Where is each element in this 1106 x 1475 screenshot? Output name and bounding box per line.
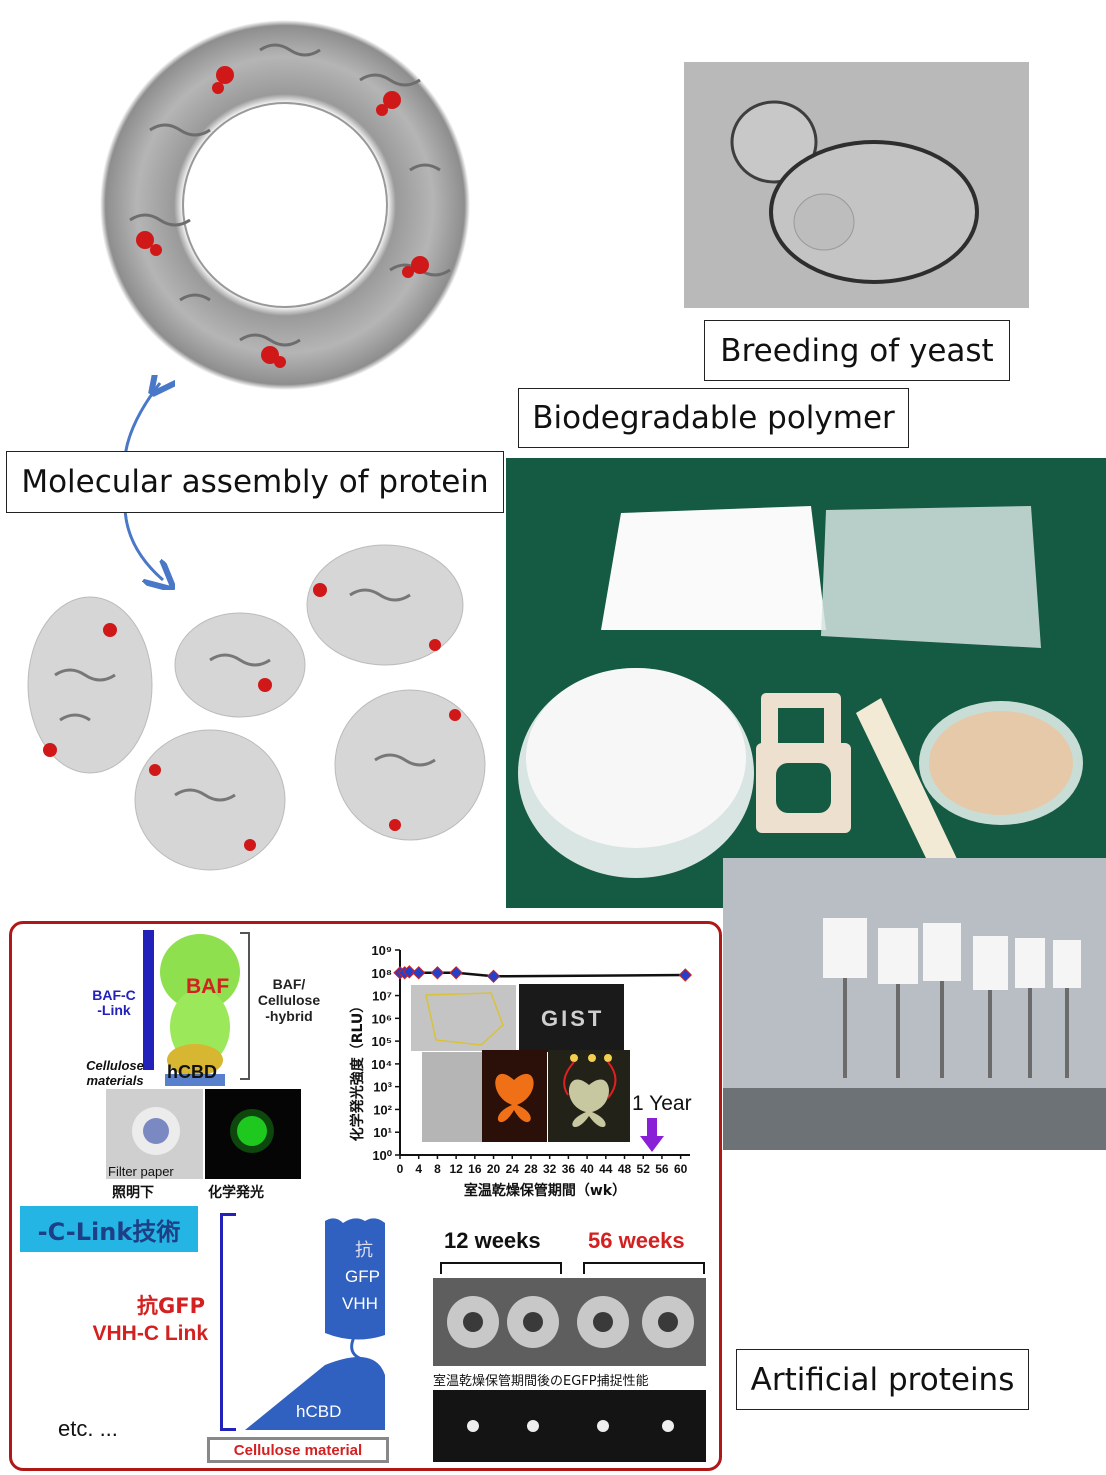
cellulose-material-box: Cellulose material: [207, 1437, 389, 1463]
week12-bracket: [440, 1262, 562, 1274]
label-molecular-assembly: Molecular assembly of protein: [6, 451, 504, 513]
protein-ring-image: [100, 20, 470, 390]
protein-monomers-image: [27, 544, 486, 871]
chart-x-tick-label: 56: [655, 1162, 669, 1176]
baf-c-link-label: BAF-C -Link: [92, 987, 136, 1018]
baf-label: BAF: [186, 975, 230, 998]
chart-point: [486, 969, 501, 984]
hcbd-label: hCBD: [167, 1062, 217, 1082]
chart-x-tick-label: 20: [487, 1162, 501, 1176]
chemilum-label: 化学発光: [208, 1185, 264, 1201]
chart-point: [412, 966, 426, 980]
under-light-label: 照明下: [112, 1185, 154, 1201]
egfp-plate-light-photo: [433, 1278, 706, 1366]
vhh-hcbd-schematic: [245, 1218, 385, 1430]
anti-label: 抗: [355, 1240, 373, 1261]
chart-xlabel: 室温乾燥保管期間（wk）: [464, 1182, 626, 1199]
artificial-proteins-panel: [9, 921, 722, 1471]
chart-point: [449, 966, 463, 980]
week12-label: 12 weeks: [444, 1228, 541, 1253]
chemiluminescence-photo: [205, 1089, 301, 1179]
chart-inset-gist-photo: GIST: [519, 984, 624, 1052]
chart-x-tick-label: 28: [524, 1162, 538, 1176]
egfp-plate-dark-photo: [433, 1390, 706, 1462]
chart-point: [402, 965, 417, 979]
chart-inset-butterfly-green: [548, 1050, 630, 1142]
polymer-photo: [506, 458, 1106, 908]
chart-x-tick-label: 60: [674, 1162, 688, 1176]
chart-x-tick-label: 48: [618, 1162, 632, 1176]
baf-cellulose-hybrid-label: BAF/ Cellulose -hybrid: [257, 976, 321, 1024]
apparatus-photo: [723, 858, 1106, 1150]
chart-x-tick-label: 52: [637, 1162, 651, 1176]
chart-y-tick-label: 10⁹: [371, 943, 392, 958]
chart-y-tick-label: 10⁵: [371, 1034, 392, 1049]
week56-label: 56 weeks: [588, 1228, 685, 1253]
chart-y-tick-label: 10⁶: [372, 1011, 392, 1026]
chart-x-tick-label: 40: [580, 1162, 594, 1176]
c-link-tech-label: -C-Link技術: [20, 1206, 198, 1252]
chart-y-tick-label: 10⁴: [371, 1057, 392, 1072]
label-breeding-of-yeast: Breeding of yeast: [704, 320, 1010, 381]
chart-y-tick-label: 10⁸: [371, 966, 392, 981]
chart-ylabel: 化学発光強度（RLU）: [349, 999, 366, 1142]
chart-x-tick-label: 8: [434, 1162, 441, 1176]
chart-x-tick-label: 32: [543, 1162, 557, 1176]
c-link-bracket: [220, 1213, 236, 1431]
vhh-label: VHH: [342, 1294, 378, 1313]
week56-bracket: [583, 1262, 705, 1274]
chart-point: [430, 966, 445, 980]
chart-inset-butterfly-orange: [482, 1050, 547, 1142]
filter-paper-photo: [106, 1089, 203, 1179]
chart-x-tick-label: 24: [506, 1162, 520, 1176]
chart-y-tick-label: 10¹: [373, 1125, 392, 1140]
etc-label: etc. ...: [58, 1416, 118, 1441]
yeast-photo: [684, 62, 1029, 308]
hcbd-block-label: hCBD: [296, 1402, 342, 1421]
blue-bracket: [143, 930, 154, 1070]
egfp-caption: 室温乾燥保管期間後のEGFP捕捉性能: [433, 1374, 649, 1389]
chart-y-tick-label: 10³: [373, 1080, 392, 1095]
chart-point: [678, 968, 693, 982]
chart-inset-butterfly-light: [422, 1052, 482, 1142]
chart-x-tick-label: 12: [449, 1162, 463, 1176]
chart-x-tick-label: 16: [468, 1162, 482, 1176]
cellulose-materials-label: Cellulose materials: [86, 1058, 144, 1088]
gist-label: GIST: [541, 1006, 605, 1031]
anti-gfp-label: 抗GFP: [137, 1294, 205, 1318]
chart-inset-paper-photo: [411, 985, 516, 1051]
label-artificial-proteins: Artificial proteins: [736, 1349, 1029, 1410]
filter-paper-label: Filter paper: [108, 1164, 174, 1179]
year-label: 1 Year: [632, 1092, 692, 1115]
chart-y-tick-label: 10⁰: [372, 1148, 392, 1163]
baf-structure-image: [160, 934, 240, 1086]
chart-x-tick-label: 4: [415, 1162, 422, 1176]
year-arrow-icon: [640, 1118, 664, 1152]
gfp-label: GFP: [345, 1267, 380, 1286]
chart-y-tick-label: 10²: [373, 1102, 392, 1117]
chart-x-tick-label: 0: [397, 1162, 404, 1176]
chart-x-tick-label: 36: [562, 1162, 576, 1176]
gray-bracket: [240, 932, 250, 1080]
label-biodegradable-polymer: Biodegradable polymer: [518, 388, 909, 448]
chart-x-tick-label: 44: [599, 1162, 613, 1176]
chart-y-tick-label: 10⁷: [372, 989, 392, 1004]
vhh-c-link-label: VHH-C Link: [92, 1322, 209, 1345]
